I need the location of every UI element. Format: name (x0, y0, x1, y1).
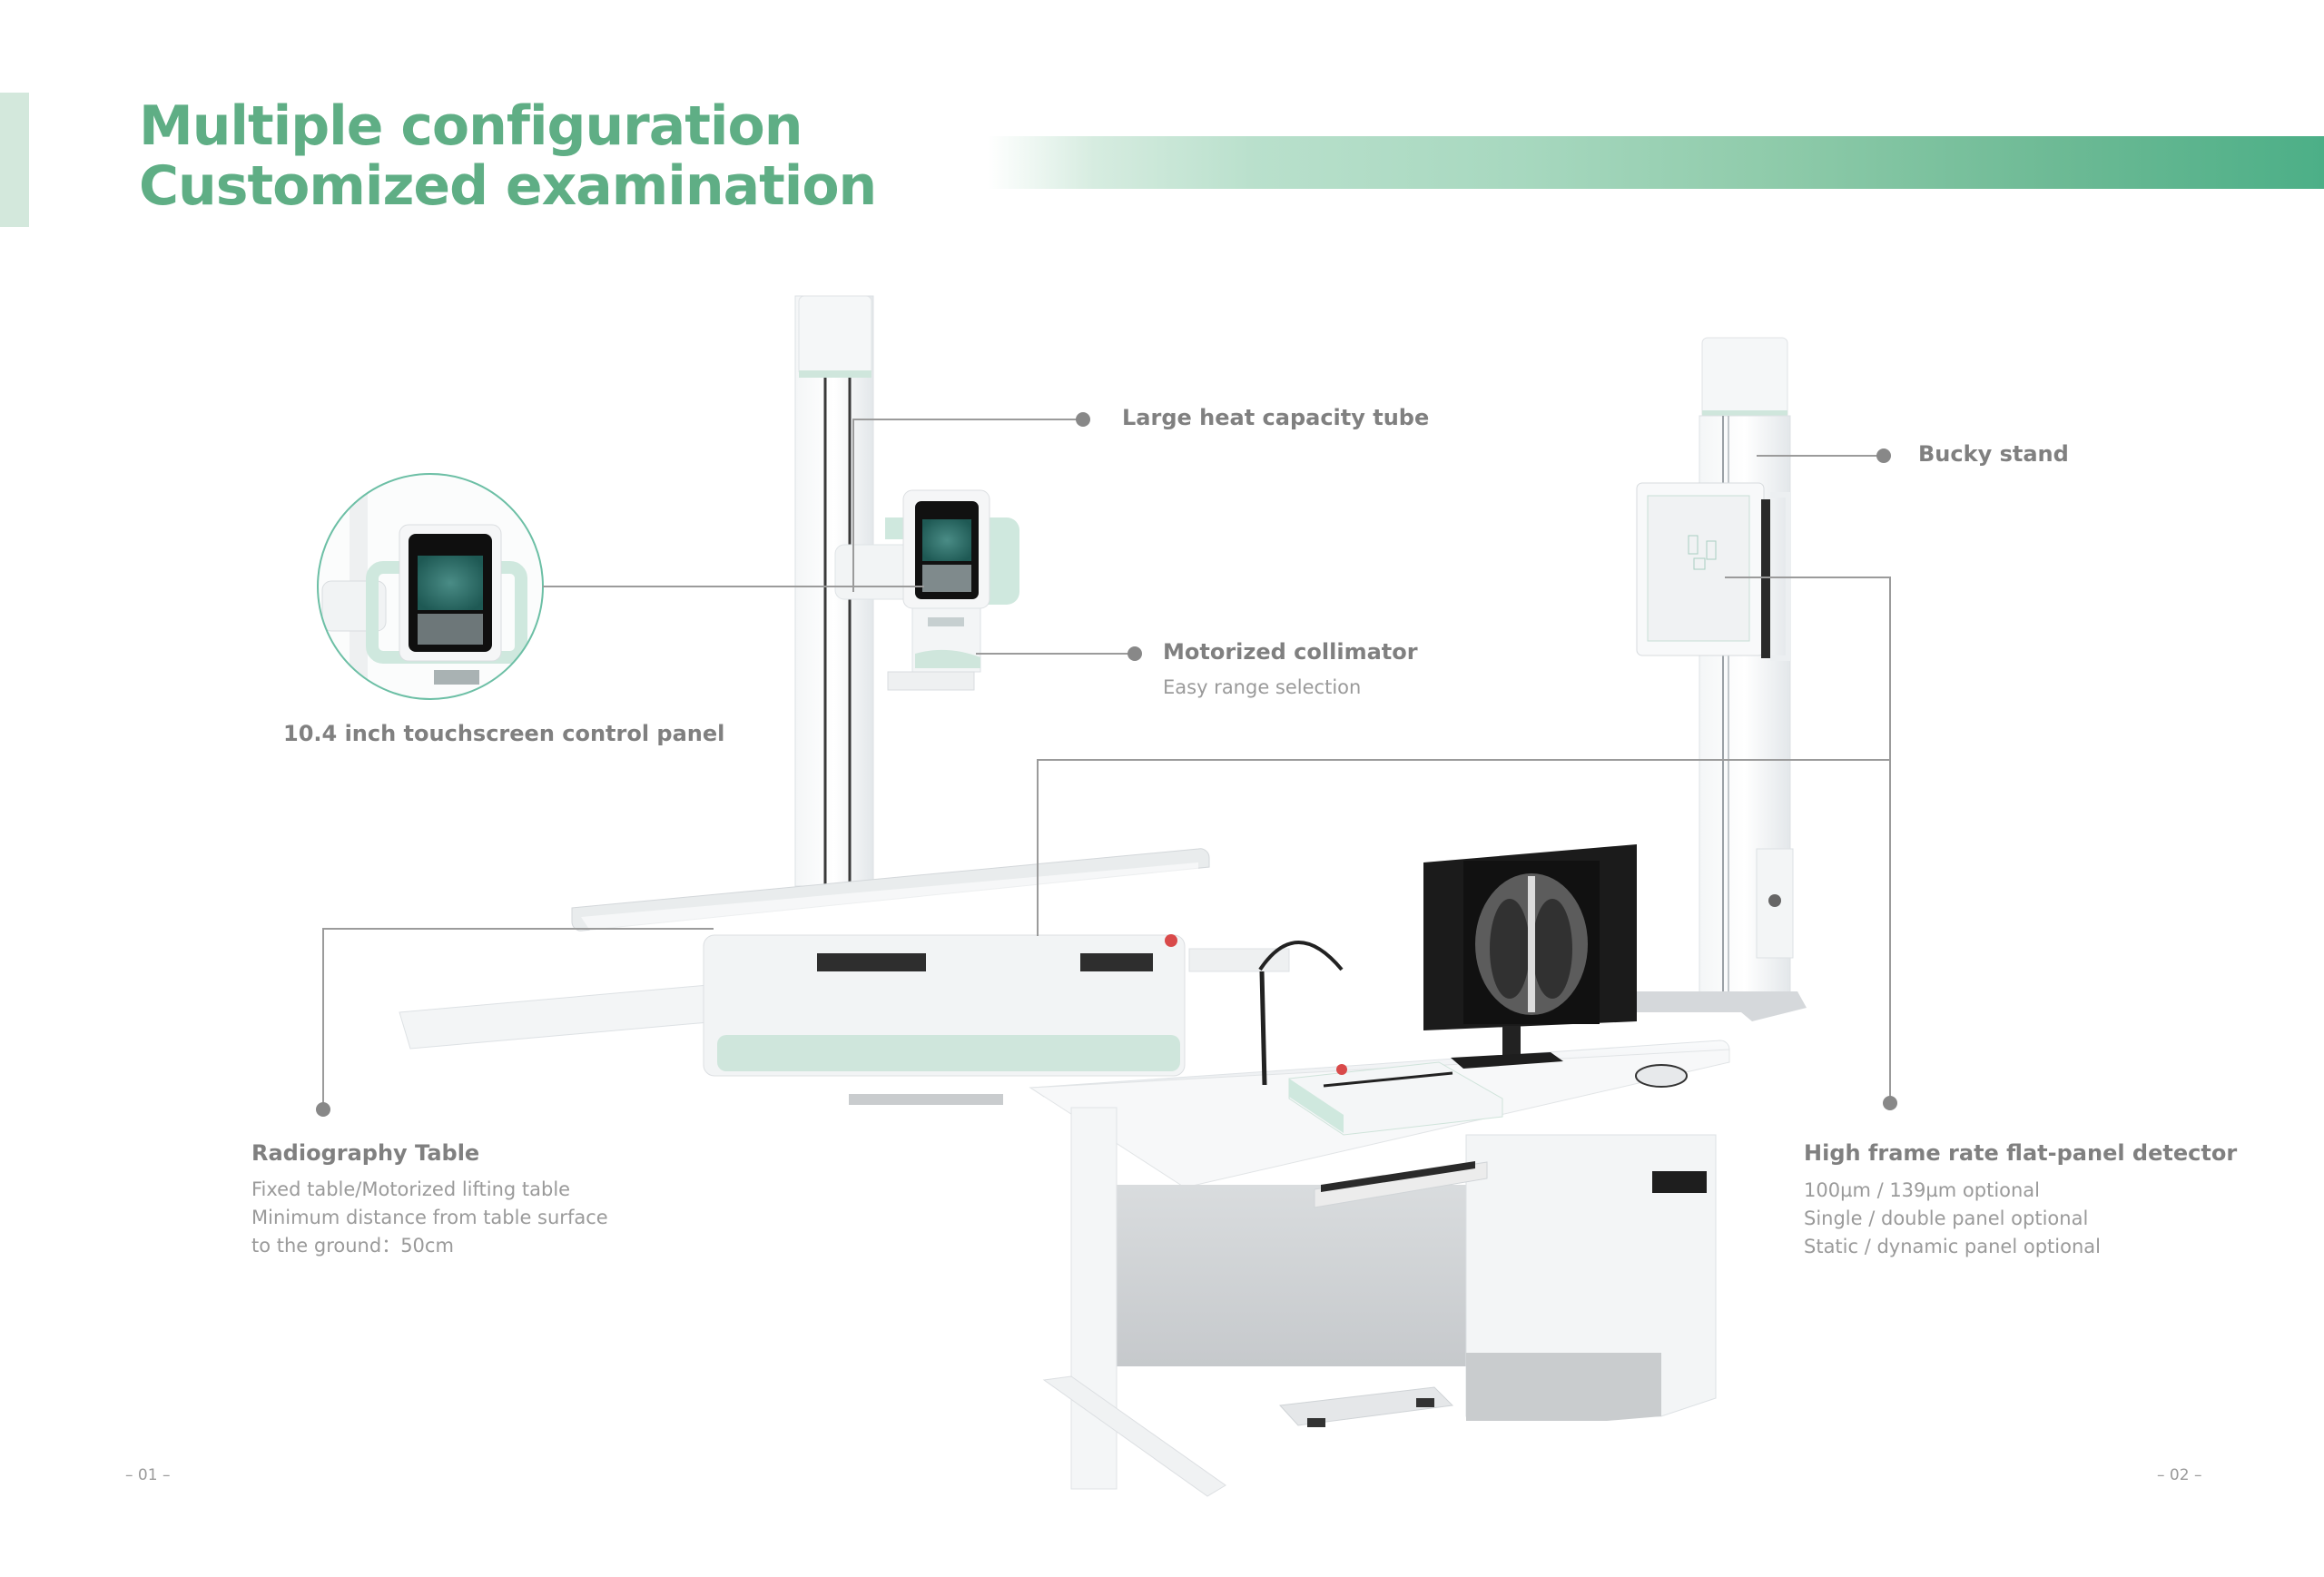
detector-callout-dot (1883, 1096, 1897, 1110)
collimator-callout-dot (1128, 646, 1142, 661)
detector-detail-line: Static / dynamic panel optional (1804, 1236, 2101, 1257)
monitor (1423, 844, 1688, 1088)
tube-leader-vertical (852, 419, 854, 592)
page-number-right: – 02 – (2157, 1466, 2202, 1484)
radiography-table (399, 848, 1290, 1105)
title-line-2: Customized examination (139, 154, 877, 218)
operator-desk (1029, 1040, 1730, 1497)
control-panel-leader-line (543, 586, 924, 587)
table-leader-vertical (322, 928, 324, 1109)
table-callout-details: Fixed table/Motorized lifting table Mini… (251, 1176, 608, 1260)
title-line-1: Multiple configuration (139, 94, 803, 158)
exposure-console (1258, 941, 1503, 1136)
detector-callout-title: High frame rate flat-panel detector (1804, 1140, 2238, 1166)
page-number-left: – 01 – (125, 1466, 171, 1484)
table-detail-line: Minimum distance from table surface (251, 1207, 608, 1228)
detector-leader-top (1725, 577, 1891, 578)
table-callout-title: Radiography Table (251, 1140, 480, 1166)
page-title: Multiple configuration Customized examin… (139, 94, 877, 218)
header-gradient-bar (988, 136, 2324, 189)
detector-callout-details: 100µm / 139µm optional Single / double p… (1804, 1177, 2101, 1261)
detector-detail-line: Single / double panel optional (1804, 1207, 2089, 1229)
bucky-leader-line (1757, 455, 1885, 457)
tube-leader-line (852, 419, 1083, 420)
table-detail-line: to the ground：50cm (251, 1235, 454, 1257)
table-callout-dot (316, 1102, 330, 1117)
bucky-callout-dot (1876, 448, 1891, 463)
collimator-leader-line (976, 653, 1136, 655)
tube-stand-column (794, 295, 874, 887)
table-leader-line (323, 928, 714, 930)
left-accent-bar (0, 93, 29, 227)
touchscreen-magnifier (318, 474, 543, 699)
tube-callout-title: Large heat capacity tube (1122, 405, 1430, 430)
detector-detail-line: 100µm / 139µm optional (1804, 1179, 2041, 1201)
bucky-callout-title: Bucky stand (1918, 441, 2069, 467)
detector-leader-middle (1038, 759, 1891, 761)
detector-leader-vertical (1889, 577, 1891, 1103)
bucky-stand (1632, 337, 1807, 1021)
control-panel-callout-title: 10.4 inch touchscreen control panel (283, 721, 725, 746)
collimator-callout-title: Motorized collimator (1163, 639, 1418, 665)
detector-leader-drop (1037, 759, 1039, 936)
tube-callout-dot (1076, 412, 1090, 427)
collimator-callout-subtitle: Easy range selection (1163, 676, 1362, 698)
table-detail-line: Fixed table/Motorized lifting table (251, 1178, 571, 1200)
